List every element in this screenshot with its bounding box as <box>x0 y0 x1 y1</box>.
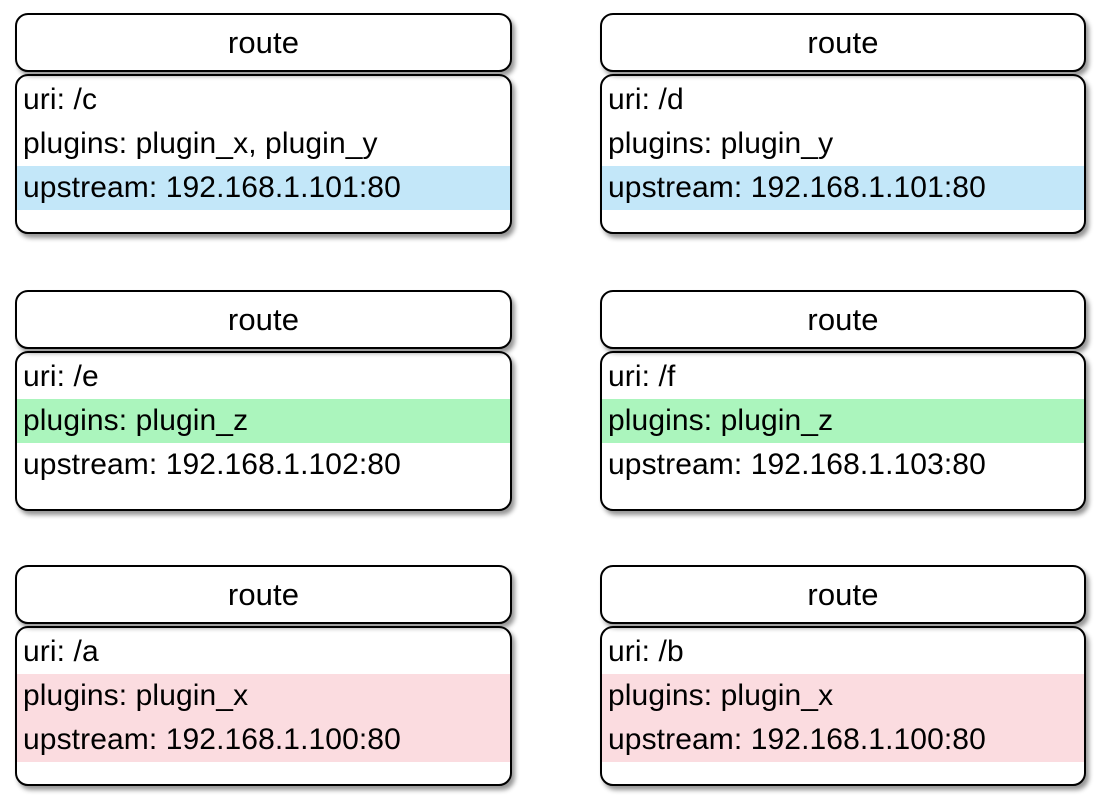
card-title: route <box>227 577 300 612</box>
row-group-plain: uri: /a <box>17 628 510 674</box>
row-group-highlight-green: plugins: plugin_z <box>17 399 510 443</box>
row-group-plain: uri: /c plugins: plugin_x, plugin_y <box>17 76 510 166</box>
card-header: route <box>600 565 1086 624</box>
card-row-uri: uri: /b <box>608 635 684 668</box>
card-body: uri: /d plugins: plugin_y upstream: 192.… <box>600 74 1086 234</box>
card-row-uri: uri: /e <box>23 360 99 393</box>
card-body: uri: /b plugins: plugin_x upstream: 192.… <box>600 626 1086 786</box>
card-header: route <box>15 290 512 349</box>
row-group-plain: uri: /f <box>602 353 1084 399</box>
card-row-upstream: upstream: 192.168.1.100:80 <box>23 723 401 756</box>
card-row-plugins: plugins: plugin_z <box>608 404 834 437</box>
card-row-plugins: plugins: plugin_x <box>23 679 249 712</box>
row-group-plain: upstream: 192.168.1.102:80 <box>17 443 510 487</box>
row-group-highlight-green: plugins: plugin_z <box>602 399 1084 443</box>
row-group-plain: uri: /e <box>17 353 510 399</box>
card-row-upstream: upstream: 192.168.1.103:80 <box>608 448 986 481</box>
card-body: uri: /c plugins: plugin_x, plugin_y upst… <box>15 74 512 234</box>
card-header: route <box>15 13 512 72</box>
row-group-plain: uri: /b <box>602 628 1084 674</box>
route-card-b[interactable]: route uri: /b plugins: plugin_x upstream… <box>600 565 1086 786</box>
route-card-a[interactable]: route uri: /a plugins: plugin_x upstream… <box>15 565 512 786</box>
card-header: route <box>15 565 512 624</box>
card-title: route <box>807 25 879 60</box>
card-title: route <box>807 302 879 337</box>
row-group-highlight-blue: upstream: 192.168.1.101:80 <box>602 166 1084 210</box>
card-row-uri: uri: /a <box>23 635 99 668</box>
card-row-plugins: plugins: plugin_x, plugin_y <box>23 127 378 160</box>
card-row-upstream: upstream: 192.168.1.102:80 <box>23 448 401 481</box>
row-group-highlight-pink: plugins: plugin_x upstream: 192.168.1.10… <box>17 674 510 762</box>
card-row-uri: uri: /f <box>608 360 676 393</box>
row-group-plain: uri: /d plugins: plugin_y <box>602 76 1084 166</box>
card-body: uri: /e plugins: plugin_z upstream: 192.… <box>15 351 512 511</box>
row-group-plain: upstream: 192.168.1.103:80 <box>602 443 1084 487</box>
card-title: route <box>227 25 300 60</box>
route-card-d[interactable]: route uri: /d plugins: plugin_y upstream… <box>600 13 1086 234</box>
card-row-upstream: upstream: 192.168.1.101:80 <box>608 171 986 204</box>
card-row-upstream: upstream: 192.168.1.100:80 <box>608 723 986 756</box>
card-header: route <box>600 290 1086 349</box>
row-group-highlight-blue: upstream: 192.168.1.101:80 <box>17 166 510 210</box>
card-row-plugins: plugins: plugin_y <box>608 127 834 160</box>
card-body: uri: /a plugins: plugin_x upstream: 192.… <box>15 626 512 786</box>
card-row-plugins: plugins: plugin_x <box>608 679 834 712</box>
route-card-e[interactable]: route uri: /e plugins: plugin_z upstream… <box>15 290 512 511</box>
row-group-highlight-pink: plugins: plugin_x upstream: 192.168.1.10… <box>602 674 1084 762</box>
card-title: route <box>807 577 879 612</box>
card-body: uri: /f plugins: plugin_z upstream: 192.… <box>600 351 1086 511</box>
route-card-f[interactable]: route uri: /f plugins: plugin_z upstream… <box>600 290 1086 511</box>
card-title: route <box>227 302 300 337</box>
card-header: route <box>600 13 1086 72</box>
card-row-uri: uri: /d <box>608 83 684 116</box>
card-row-plugins: plugins: plugin_z <box>23 404 249 437</box>
card-row-uri: uri: /c <box>23 83 98 116</box>
route-card-c[interactable]: route uri: /c plugins: plugin_x, plugin_… <box>15 13 512 234</box>
card-row-upstream: upstream: 192.168.1.101:80 <box>23 171 401 204</box>
